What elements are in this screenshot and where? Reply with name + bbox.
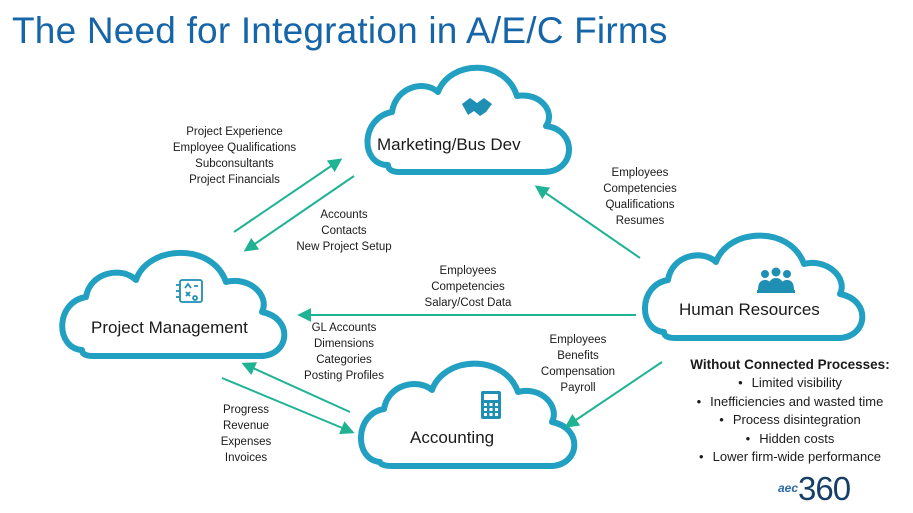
aec360-logo: aec360 [778, 470, 851, 508]
handshake-icon [462, 98, 492, 116]
flow-item: Categories [316, 354, 372, 366]
accounting-label: Accounting [410, 428, 495, 447]
flow-pm-to-accounting: Progress Revenue Expenses Invoices [208, 402, 284, 466]
flow-item: Competencies [431, 281, 505, 293]
flow-item: Accounts [320, 209, 368, 221]
flow-item: Revenue [222, 420, 270, 432]
flow-item: Payroll [560, 382, 596, 394]
cloud-human-resources [642, 232, 866, 341]
flow-item: Compensation [540, 366, 616, 378]
arrow-marketing-to-pm [243, 175, 355, 252]
flow-item: Project Financials [189, 174, 280, 186]
human-resources-label: Human Resources [679, 300, 820, 319]
board-icon [176, 279, 203, 303]
flow-hr-to-marketing: Employees Competencies Qualifications Re… [590, 165, 690, 229]
flow-hr-to-accounting: Employees Benefits Compensation Payroll [530, 332, 626, 396]
flow-pm-to-marketing: Project Experience Employee Qualificatio… [162, 124, 307, 188]
cloud-project-management [59, 249, 288, 359]
flow-accounting-to-pm: GL Accounts Dimensions Categories Postin… [297, 320, 391, 384]
flow-item: Competencies [603, 183, 677, 195]
flow-item: Resumes [615, 215, 665, 227]
arrow-hr-to-accounting [564, 361, 663, 428]
project-management-label: Project Management [91, 318, 248, 337]
list-item: Hidden costs [674, 430, 906, 449]
arrow-pm-to-marketing [233, 158, 343, 233]
flow-item: Employee Qualifications [172, 142, 297, 154]
flow-item: Project Experience [186, 126, 283, 138]
cloud-marketing [364, 64, 572, 175]
without-connected-processes: Without Connected Processes: Limited vis… [674, 357, 906, 467]
logo-360: 360 [798, 470, 851, 507]
list-item: Process disintegration [674, 411, 906, 430]
page-title: The Need for Integration in A/E/C Firms [12, 10, 668, 51]
logo-aec: aec [778, 481, 799, 495]
list-item: Lower firm-wide performance [674, 448, 906, 467]
without-title: Without Connected Processes: [690, 357, 890, 372]
without-list: Limited visibility Inefficiencies and wa… [674, 374, 906, 467]
flow-item: Dimensions [313, 338, 375, 350]
flow-item: Progress [222, 404, 270, 416]
flow-item: Benefits [557, 350, 599, 362]
flow-hr-to-pm: Employees Competencies Salary/Cost Data [412, 263, 524, 311]
flow-item: GL Accounts [311, 322, 377, 334]
flow-item: New Project Setup [296, 241, 392, 253]
flow-item: Contacts [321, 225, 367, 237]
flow-item: Qualifications [605, 199, 675, 211]
arrow-accounting-to-pm [241, 362, 351, 413]
arrow-pm-to-accounting [221, 377, 355, 435]
flow-item: Invoices [224, 452, 268, 464]
people-icon [757, 267, 795, 293]
cloud-accounting [358, 360, 578, 469]
flow-item: Employees [611, 167, 669, 179]
flow-marketing-to-pm: Accounts Contacts New Project Setup [288, 207, 400, 255]
marketing-label: Marketing/Bus Dev [377, 135, 521, 154]
flow-item: Posting Profiles [304, 370, 384, 382]
list-item: Inefficiencies and wasted time [674, 393, 906, 412]
flow-item: Subconsultants [195, 158, 274, 170]
list-item: Limited visibility [674, 374, 906, 393]
flow-item: Employees [439, 265, 497, 277]
arrow-hr-to-marketing [534, 185, 641, 259]
flow-item: Expenses [220, 436, 272, 448]
calculator-icon [481, 391, 501, 419]
flow-item: Salary/Cost Data [424, 297, 512, 309]
flow-item: Employees [549, 334, 607, 346]
